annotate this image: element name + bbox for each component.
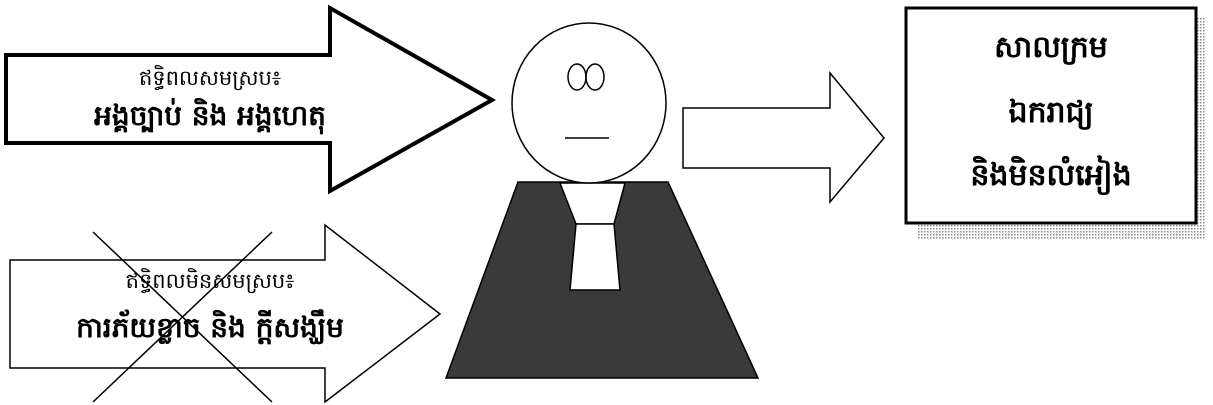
court-box-line-3: និងមិនលំអៀង xyxy=(970,158,1132,193)
court-box-line-1: សាលក្រម xyxy=(994,30,1108,65)
court-box-line-2: ឯករាជ្យ xyxy=(1008,95,1094,130)
top-arrow-title: ឥទ្ធិពលសមស្រប៖ xyxy=(138,66,282,90)
judge-head xyxy=(511,22,667,184)
bottom-arrow-subtitle: ការភ័យខ្លាច និង ក្តីសង្ឃឹម xyxy=(76,311,344,344)
bottom-influence-arrow xyxy=(9,223,442,404)
cross-out-line-2 xyxy=(92,231,273,403)
eyes-icon xyxy=(567,63,605,91)
court-box xyxy=(904,6,1198,225)
top-influence-arrow xyxy=(4,4,497,195)
bottom-arrow-title: ឥទ្ធិពលមិនសមស្រប៖ xyxy=(125,269,295,293)
judgment-arrow xyxy=(682,70,885,205)
judge-tie xyxy=(569,223,621,291)
top-arrow-subtitle: អង្គច្បាប់ និង អង្គហេតុ xyxy=(94,99,326,132)
